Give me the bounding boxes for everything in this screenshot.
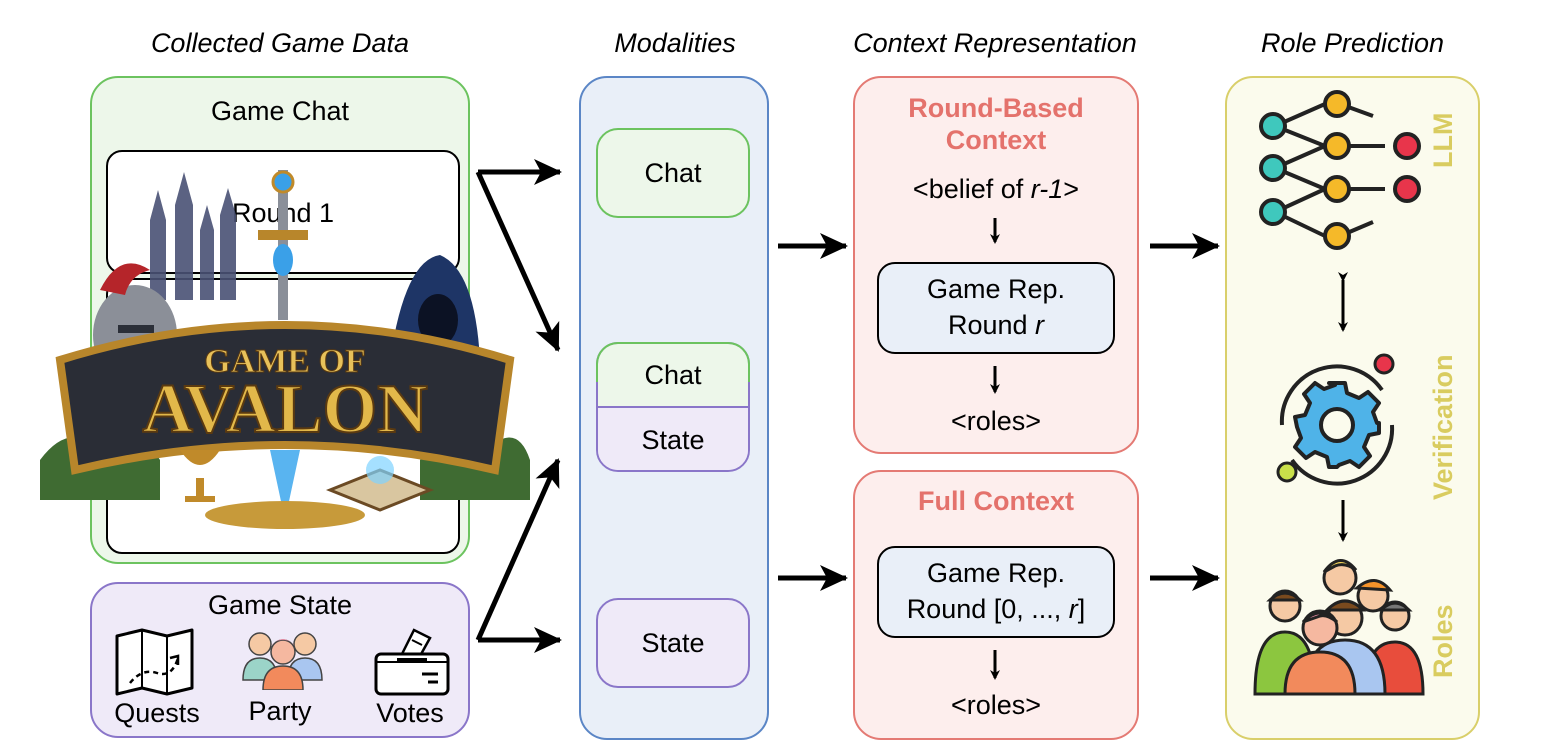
- full-rep-line2: Round [0, ..., r]: [879, 594, 1113, 625]
- belief-prefix: <belief of: [912, 174, 1031, 204]
- arrow-chat-to-combined: [475, 170, 561, 352]
- full-rep-line1: Game Rep.: [926, 558, 1066, 588]
- round-game-rep-box: Game Rep. Round r: [877, 262, 1115, 354]
- party-label: Party: [248, 696, 312, 726]
- quests-label: Quests: [114, 698, 200, 728]
- full-rep-var: r: [1068, 594, 1078, 624]
- round-based-title: Round-Based Context: [908, 93, 1084, 155]
- column-title-context: Context Representation: [853, 28, 1137, 58]
- avalon-logo: GAME OF AVALON: [40, 160, 530, 540]
- arrow-state-to-combined: [475, 458, 561, 642]
- modality-combined-chat-label: Chat: [644, 359, 702, 390]
- round-rep-line1: Game Rep.: [926, 274, 1066, 304]
- modality-state-label: State: [641, 627, 705, 658]
- full-rep-prefix: Round [0, ...,: [906, 594, 1069, 624]
- full-context-panel: Full Context Game Rep. Round [0, ..., r]…: [853, 470, 1139, 740]
- neural-network-icon: [1255, 86, 1435, 256]
- full-game-rep-box: Game Rep. Round [0, ..., r]: [877, 546, 1115, 638]
- people-group-icon: [235, 624, 330, 691]
- ballot-box-icon: [372, 624, 452, 698]
- round-rep-var: r: [1035, 310, 1045, 340]
- full-context-title: Full Context: [918, 486, 1074, 516]
- votes-label: Votes: [376, 698, 444, 728]
- game-state-panel: Game State Quests Party: [90, 582, 470, 738]
- round-rep-line2: Round r: [879, 310, 1113, 341]
- modality-state: State: [596, 598, 750, 688]
- full-rep-suffix: ]: [1077, 594, 1086, 624]
- belief-var: r-1: [1030, 174, 1064, 204]
- modality-chat-state: Chat State: [596, 342, 750, 472]
- column-title-collected: Collected Game Data: [150, 28, 410, 58]
- belief-label: <belief of r-1>: [855, 174, 1137, 205]
- gear-verification-icon: [1262, 350, 1412, 500]
- round-roles-output: <roles>: [950, 406, 1042, 436]
- logo-line1: GAME OF: [204, 343, 365, 380]
- map-route-icon: [112, 628, 202, 698]
- game-state-title: Game State: [207, 590, 353, 620]
- modality-chat-label: Chat: [644, 157, 702, 188]
- full-roles-output: <roles>: [950, 690, 1042, 720]
- game-chat-title: Game Chat: [210, 96, 350, 126]
- logo-line2: AVALON: [142, 371, 427, 448]
- round-rep-prefix: Round: [947, 310, 1036, 340]
- belief-suffix: >: [1063, 174, 1080, 204]
- modality-combined-chat: Chat: [598, 344, 748, 408]
- people-roles-icon: [1245, 548, 1425, 696]
- combined-chat-border: [596, 342, 750, 382]
- modality-chat: Chat: [596, 128, 750, 218]
- modality-combined-state: State: [598, 408, 748, 470]
- modality-combined-state-label: State: [641, 424, 705, 455]
- column-title-prediction: Role Prediction: [1260, 28, 1445, 58]
- column-title-modalities: Modalities: [614, 28, 736, 58]
